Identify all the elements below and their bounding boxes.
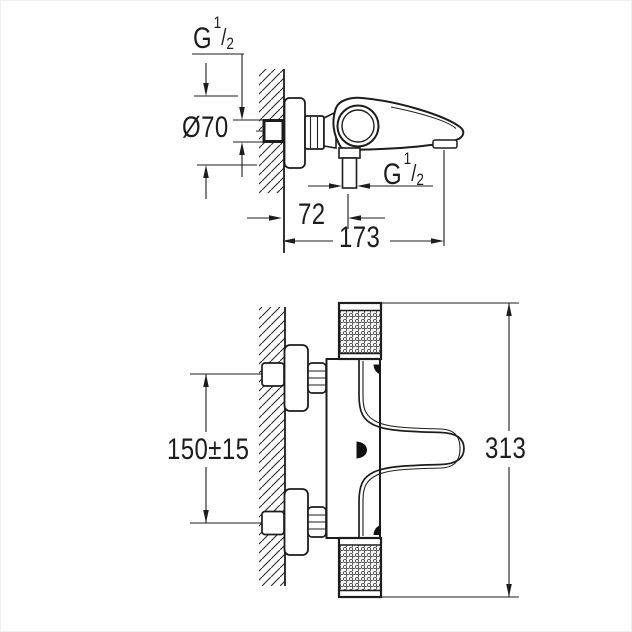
thread-prefix: G [193,22,213,55]
dim-72 [247,215,385,221]
dim-150 [203,374,209,523]
inlet-hex-nut-bottom [261,510,285,536]
body-cap-circle [336,104,380,148]
thread-denominator: 2 [416,170,424,189]
wall-hatch-top [259,307,285,586]
top-view [190,301,519,599]
inlet-hex-nut-top [261,362,285,387]
thread-numerator: 1 [403,149,412,168]
side-view [192,53,465,253]
spout-top-outer [358,359,465,538]
union-nut-side [304,115,325,150]
spout-edge-highlight [390,106,457,129]
shower-outlet [338,147,361,189]
dimension-label-wall-to-spout-tip: 173 [339,221,381,254]
dimension-label-inlet-spacing: 150±15 [167,433,250,466]
escutcheon-bottom [283,488,309,556]
dim-inlet-thread [192,53,245,177]
thread-slash: / [221,24,227,50]
corner-mark-bottom [373,525,381,535]
mixer-body [325,358,381,539]
thread-prefix: G [383,158,403,191]
dimension-label-inlet-thread: G1/2 [193,14,234,55]
escutcheon-top [283,344,309,412]
escutcheon-side [283,97,306,169]
dim-173 [282,238,444,244]
corner-mark-top [373,364,381,375]
dim-outlet-thread [308,183,433,189]
thread-denominator: 2 [226,34,234,53]
thread-slash: / [411,160,417,186]
spout-top-inner [362,361,461,536]
handle-left [337,301,383,361]
dim-313 [346,302,519,598]
inlet-pipe-stub [262,119,285,143]
handle-right [337,536,383,599]
union-nut-top [307,362,327,394]
dimension-label-escutcheon-diameter: Ø70 [182,111,229,144]
dimension-label-wall-to-outlet: 72 [298,198,326,231]
dimension-label-overall-width: 313 [485,432,527,465]
thread-numerator: 1 [213,13,222,32]
body-mark [356,441,367,459]
dimension-label-outlet-thread: G1/2 [383,150,424,191]
dim-escutcheon-diameter [194,63,257,199]
aerator [432,139,458,149]
union-nut-bottom [307,506,327,538]
body-cap-inner-ring [341,109,375,143]
